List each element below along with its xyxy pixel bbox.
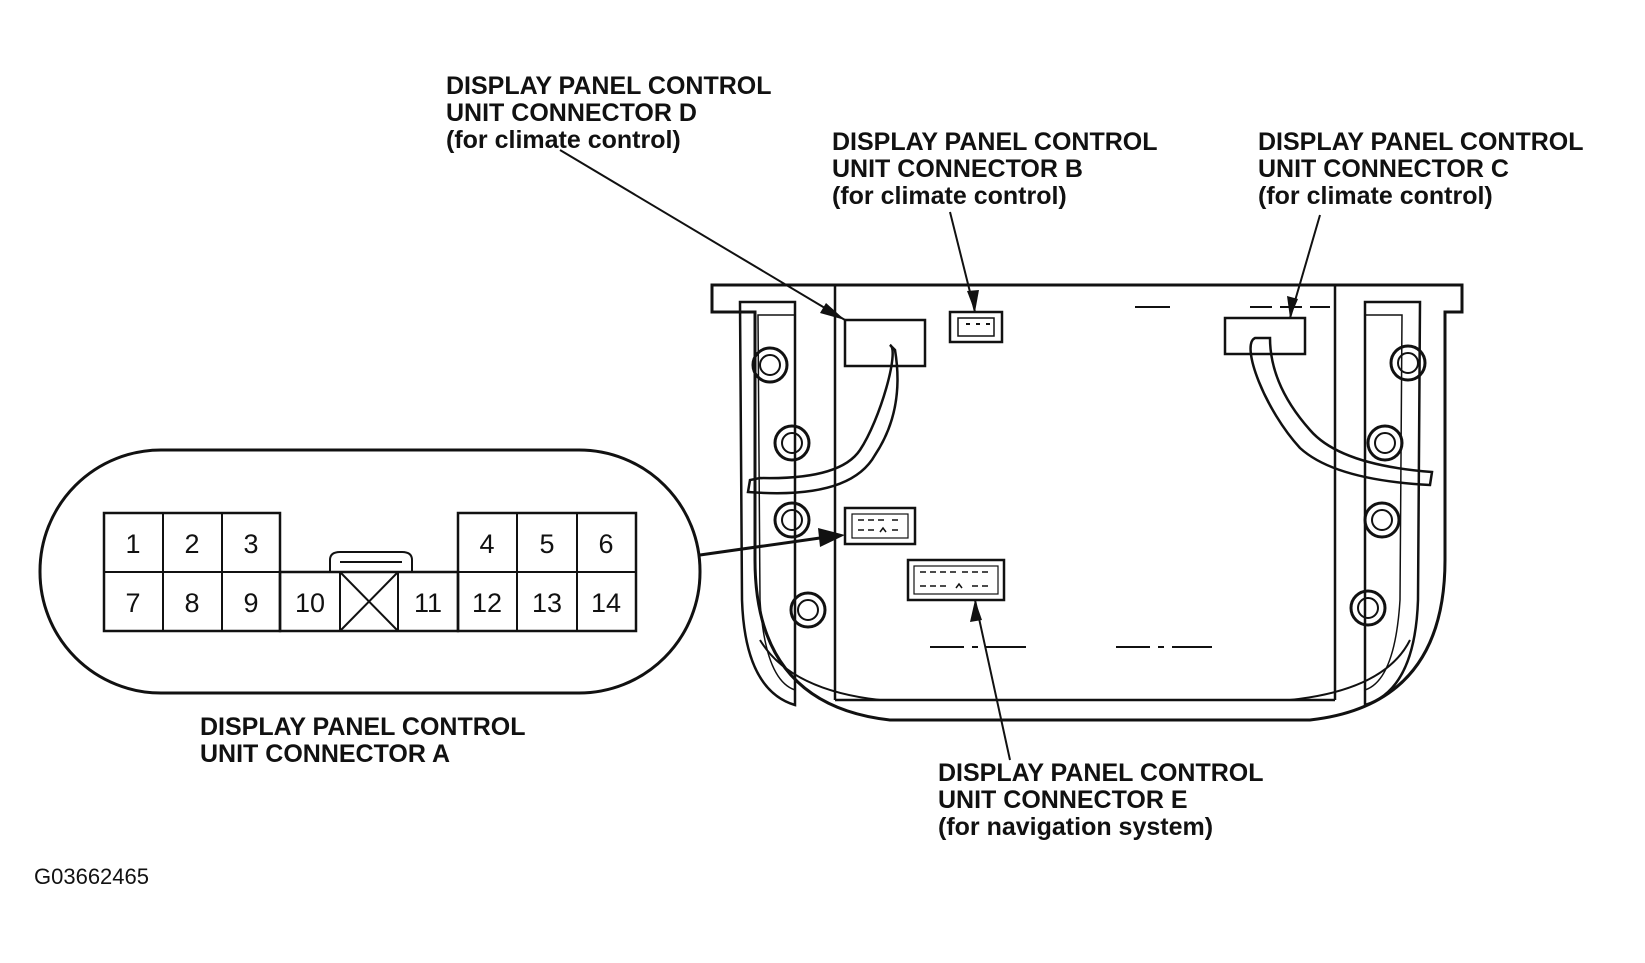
label-line: UNIT CONNECTOR C xyxy=(1258,155,1509,183)
arrowhead-e xyxy=(970,600,982,622)
connector-a-oval xyxy=(38,448,702,695)
leader-e xyxy=(974,599,1011,761)
pin-label: 2 xyxy=(184,529,199,559)
pin-label: 5 xyxy=(539,529,554,559)
label-connector-c: DISPLAY PANEL CONTROL UNIT CONNECTOR C (… xyxy=(1258,129,1584,210)
panel-bottom-lip xyxy=(759,639,1411,701)
connector-b-body xyxy=(948,310,1004,344)
pin-label: 6 xyxy=(598,529,613,559)
leader-a xyxy=(699,536,821,557)
screw-right-1 xyxy=(1389,344,1427,382)
panel-left-bezel xyxy=(738,300,797,707)
leader-d xyxy=(559,149,846,321)
connector-d-cable xyxy=(746,343,899,495)
arrowhead-d xyxy=(820,303,845,320)
label-line: DISPLAY PANEL CONTROL xyxy=(200,713,526,741)
figure-code: G03662465 xyxy=(34,864,149,889)
connector-e-body xyxy=(906,558,1006,602)
connector-e-inner xyxy=(913,565,999,595)
pin-label: 4 xyxy=(479,529,494,559)
connector-a-latch xyxy=(329,551,413,572)
label-line: DISPLAY PANEL CONTROL xyxy=(832,128,1158,156)
screw-left-4 xyxy=(789,591,827,629)
blank-pin-x2 xyxy=(339,571,399,632)
panel-right-bezel xyxy=(1363,300,1422,707)
arrowhead-a xyxy=(818,528,845,547)
pin-label: 11 xyxy=(414,588,442,618)
connector-a-body xyxy=(843,506,917,546)
label-connector-e: DISPLAY PANEL CONTROL UNIT CONNECTOR E (… xyxy=(938,760,1264,841)
pin-label: 1 xyxy=(125,529,140,559)
pin-label: 10 xyxy=(295,588,325,618)
pin-label: 7 xyxy=(125,588,140,618)
label-line: UNIT CONNECTOR D xyxy=(446,99,697,127)
label-line: (for climate control) xyxy=(1258,182,1493,210)
pin-label: 13 xyxy=(532,588,562,618)
label-connector-d: DISPLAY PANEL CONTROL UNIT CONNECTOR D (… xyxy=(446,73,772,154)
panel-left-bezel-inner xyxy=(757,314,796,692)
screw-right-2 xyxy=(1366,424,1404,462)
connector-a-pin-numbers: 1 2 3 4 5 6 7 8 9 10 11 12 13 14 xyxy=(125,529,621,618)
connector-a-inner xyxy=(851,513,909,539)
connector-c-body xyxy=(1223,316,1307,356)
label-line: DISPLAY PANEL CONTROL xyxy=(938,759,1264,787)
label-line: UNIT CONNECTOR B xyxy=(832,155,1083,183)
label-line: (for climate control) xyxy=(446,126,681,154)
connector-c-cable xyxy=(1249,336,1434,487)
screw-right-4 xyxy=(1349,589,1387,627)
pin-label: 14 xyxy=(591,588,621,618)
label-line: DISPLAY PANEL CONTROL xyxy=(446,72,772,100)
pin-label: 12 xyxy=(472,588,502,618)
connector-b-pins xyxy=(957,317,995,337)
label-line: (for navigation system) xyxy=(938,813,1214,841)
pin-label: 9 xyxy=(243,588,258,618)
panel-outer-outline xyxy=(710,283,1464,722)
screw-left-3 xyxy=(773,501,811,539)
label-line: DISPLAY PANEL CONTROL xyxy=(1258,128,1584,156)
screw-left-1 xyxy=(751,346,789,384)
screw-right-3 xyxy=(1363,501,1401,539)
arrowhead-c xyxy=(1287,296,1298,318)
screw-left-2 xyxy=(773,424,811,462)
label-line: UNIT CONNECTOR A xyxy=(200,740,450,768)
connector-d-body xyxy=(843,318,927,368)
label-connector-b: DISPLAY PANEL CONTROL UNIT CONNECTOR B (… xyxy=(832,129,1158,210)
label-line: (for climate control) xyxy=(832,182,1067,210)
pin-label: 8 xyxy=(184,588,199,618)
label-line: UNIT CONNECTOR E xyxy=(938,786,1188,814)
arrowhead-b xyxy=(967,290,979,312)
label-connector-a: DISPLAY PANEL CONTROL UNIT CONNECTOR A xyxy=(200,714,526,768)
pin-label: 3 xyxy=(243,529,258,559)
